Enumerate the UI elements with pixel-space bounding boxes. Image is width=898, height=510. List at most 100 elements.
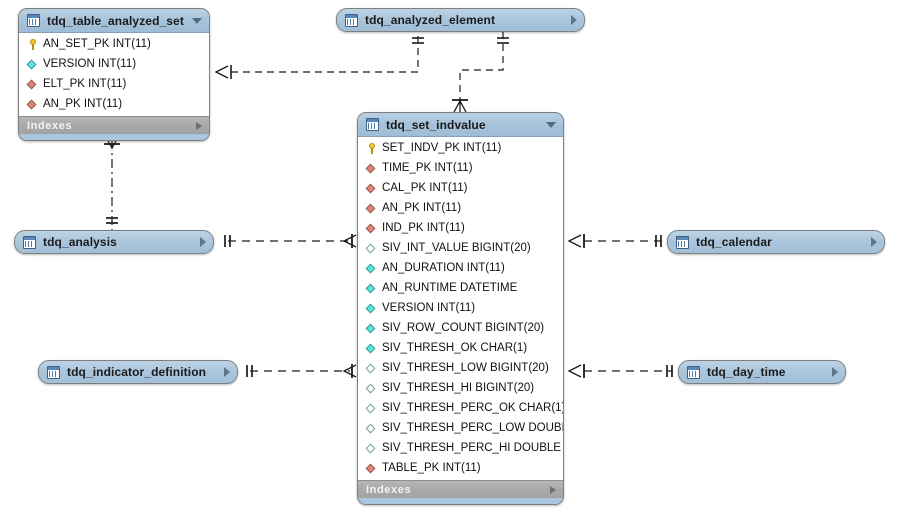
table-row[interactable]: SET_INDV_PK INT(11): [358, 138, 563, 158]
column-label: SET_INDV_PK INT(11): [382, 142, 502, 154]
foreign-key-icon: [365, 182, 378, 195]
indexes-section-toggle[interactable]: Indexes: [19, 116, 209, 134]
foreign-key-icon: [365, 162, 378, 175]
column-label: IND_PK INT(11): [382, 222, 465, 234]
chevron-right-icon[interactable]: [571, 15, 577, 25]
chevron-right-icon[interactable]: [224, 367, 230, 377]
table-header[interactable]: tdq_day_time: [679, 361, 845, 383]
column-list: AN_SET_PK INT(11) VERSION INT(11) ELT_PK…: [19, 33, 209, 116]
column-label: TABLE_PK INT(11): [382, 462, 481, 474]
table-icon: [676, 235, 689, 249]
relationship-analyzed-set-to-analyzed-element: [214, 32, 424, 79]
table-row[interactable]: VERSION INT(11): [358, 298, 563, 318]
column-not-null-icon: [365, 322, 378, 335]
table-icon: [23, 235, 36, 249]
relationship-analyzed-set-to-analysis: [104, 136, 120, 230]
table-node-tdq-calendar[interactable]: tdq_calendar: [667, 230, 885, 254]
table-row[interactable]: AN_DURATION INT(11): [358, 258, 563, 278]
table-header[interactable]: tdq_set_indvalue: [358, 113, 563, 137]
table-footer-strip: [19, 134, 209, 140]
column-not-null-icon: [365, 302, 378, 315]
table-row[interactable]: SIV_THRESH_PERC_HI DOUBLE: [358, 438, 563, 458]
column-label: SIV_THRESH_OK CHAR(1): [382, 342, 528, 354]
column-label: ELT_PK INT(11): [43, 78, 127, 90]
column-not-null-icon: [365, 262, 378, 275]
column-not-null-icon: [365, 342, 378, 355]
column-nullable-icon: [365, 242, 378, 255]
column-nullable-icon: [365, 402, 378, 415]
table-title: tdq_calendar: [696, 235, 772, 249]
column-label: AN_PK INT(11): [382, 202, 462, 214]
column-label: AN_PK INT(11): [43, 98, 123, 110]
table-row[interactable]: VERSION INT(11): [19, 54, 209, 74]
table-row[interactable]: AN_PK INT(11): [19, 94, 209, 114]
column-label: VERSION INT(11): [43, 58, 137, 70]
column-label: VERSION INT(11): [382, 302, 476, 314]
indexes-label: Indexes: [366, 483, 412, 496]
relationship-analyzed-element-to-set-indvalue: [452, 32, 509, 113]
chevron-right-icon[interactable]: [200, 237, 206, 247]
indexes-label: Indexes: [27, 119, 73, 132]
table-row[interactable]: SIV_INT_VALUE BIGINT(20): [358, 238, 563, 258]
relationship-analysis-to-set-indvalue: [224, 234, 357, 248]
column-not-null-icon: [365, 282, 378, 295]
indexes-section-toggle[interactable]: Indexes: [358, 480, 563, 498]
table-row[interactable]: AN_SET_PK INT(11): [19, 34, 209, 54]
table-header[interactable]: tdq_analysis: [15, 231, 213, 253]
table-node-tdq-analysis[interactable]: tdq_analysis: [14, 230, 214, 254]
table-title: tdq_analyzed_element: [365, 13, 496, 27]
foreign-key-icon: [365, 222, 378, 235]
foreign-key-icon: [26, 98, 39, 111]
column-label: AN_DURATION INT(11): [382, 262, 505, 274]
table-node-tdq-table-analyzed-set[interactable]: tdq_table_analyzed_set AN_SET_PK INT(11)…: [18, 8, 210, 141]
table-icon: [27, 14, 40, 27]
chevron-right-icon[interactable]: [550, 485, 556, 494]
column-label: AN_SET_PK INT(11): [43, 38, 151, 50]
table-icon: [47, 365, 60, 379]
table-row[interactable]: TIME_PK INT(11): [358, 158, 563, 178]
primary-key-icon: [26, 38, 39, 51]
table-row[interactable]: SIV_ROW_COUNT BIGINT(20): [358, 318, 563, 338]
table-row[interactable]: SIV_THRESH_PERC_LOW DOUBLE: [358, 418, 563, 438]
column-label: SIV_ROW_COUNT BIGINT(20): [382, 322, 545, 334]
table-node-tdq-set-indvalue[interactable]: tdq_set_indvalue SET_INDV_PK INT(11) TIM…: [357, 112, 564, 505]
table-row[interactable]: SIV_THRESH_PERC_OK CHAR(1): [358, 398, 563, 418]
chevron-right-icon[interactable]: [871, 237, 877, 247]
table-header[interactable]: tdq_calendar: [668, 231, 884, 253]
table-node-tdq-day-time[interactable]: tdq_day_time: [678, 360, 846, 384]
column-label: SIV_THRESH_PERC_LOW DOUBLE: [382, 422, 564, 434]
relationship-indicator-definition-to-set-indvalue: [246, 364, 357, 378]
table-header[interactable]: tdq_indicator_definition: [39, 361, 237, 383]
table-row[interactable]: CAL_PK INT(11): [358, 178, 563, 198]
table-row[interactable]: SIV_THRESH_HI BIGINT(20): [358, 378, 563, 398]
chevron-right-icon[interactable]: [832, 367, 838, 377]
table-title: tdq_day_time: [707, 365, 786, 379]
column-label: CAL_PK INT(11): [382, 182, 468, 194]
table-header[interactable]: tdq_analyzed_element: [337, 9, 584, 31]
table-title: tdq_indicator_definition: [67, 365, 207, 379]
column-list: SET_INDV_PK INT(11) TIME_PK INT(11) CAL_…: [358, 137, 563, 480]
chevron-down-icon[interactable]: [546, 121, 556, 128]
chevron-right-icon[interactable]: [196, 121, 202, 130]
table-row[interactable]: AN_PK INT(11): [358, 198, 563, 218]
table-row[interactable]: SIV_THRESH_OK CHAR(1): [358, 338, 563, 358]
table-row[interactable]: IND_PK INT(11): [358, 218, 563, 238]
table-node-tdq-analyzed-element[interactable]: tdq_analyzed_element: [336, 8, 585, 32]
table-title: tdq_table_analyzed_set: [47, 13, 184, 28]
table-header[interactable]: tdq_table_analyzed_set: [19, 9, 209, 33]
column-not-null-icon: [26, 58, 39, 71]
foreign-key-icon: [365, 202, 378, 215]
column-label: SIV_THRESH_PERC_OK CHAR(1): [382, 402, 564, 414]
column-label: SIV_THRESH_LOW BIGINT(20): [382, 362, 549, 374]
table-title: tdq_set_indvalue: [386, 117, 486, 132]
table-row[interactable]: AN_RUNTIME DATETIME: [358, 278, 563, 298]
chevron-down-icon[interactable]: [192, 17, 202, 24]
table-node-tdq-indicator-definition[interactable]: tdq_indicator_definition: [38, 360, 238, 384]
column-nullable-icon: [365, 362, 378, 375]
table-row[interactable]: TABLE_PK INT(11): [358, 458, 563, 478]
table-row[interactable]: ELT_PK INT(11): [19, 74, 209, 94]
column-label: SIV_THRESH_PERC_HI DOUBLE: [382, 442, 561, 454]
table-row[interactable]: SIV_THRESH_LOW BIGINT(20): [358, 358, 563, 378]
column-nullable-icon: [365, 382, 378, 395]
